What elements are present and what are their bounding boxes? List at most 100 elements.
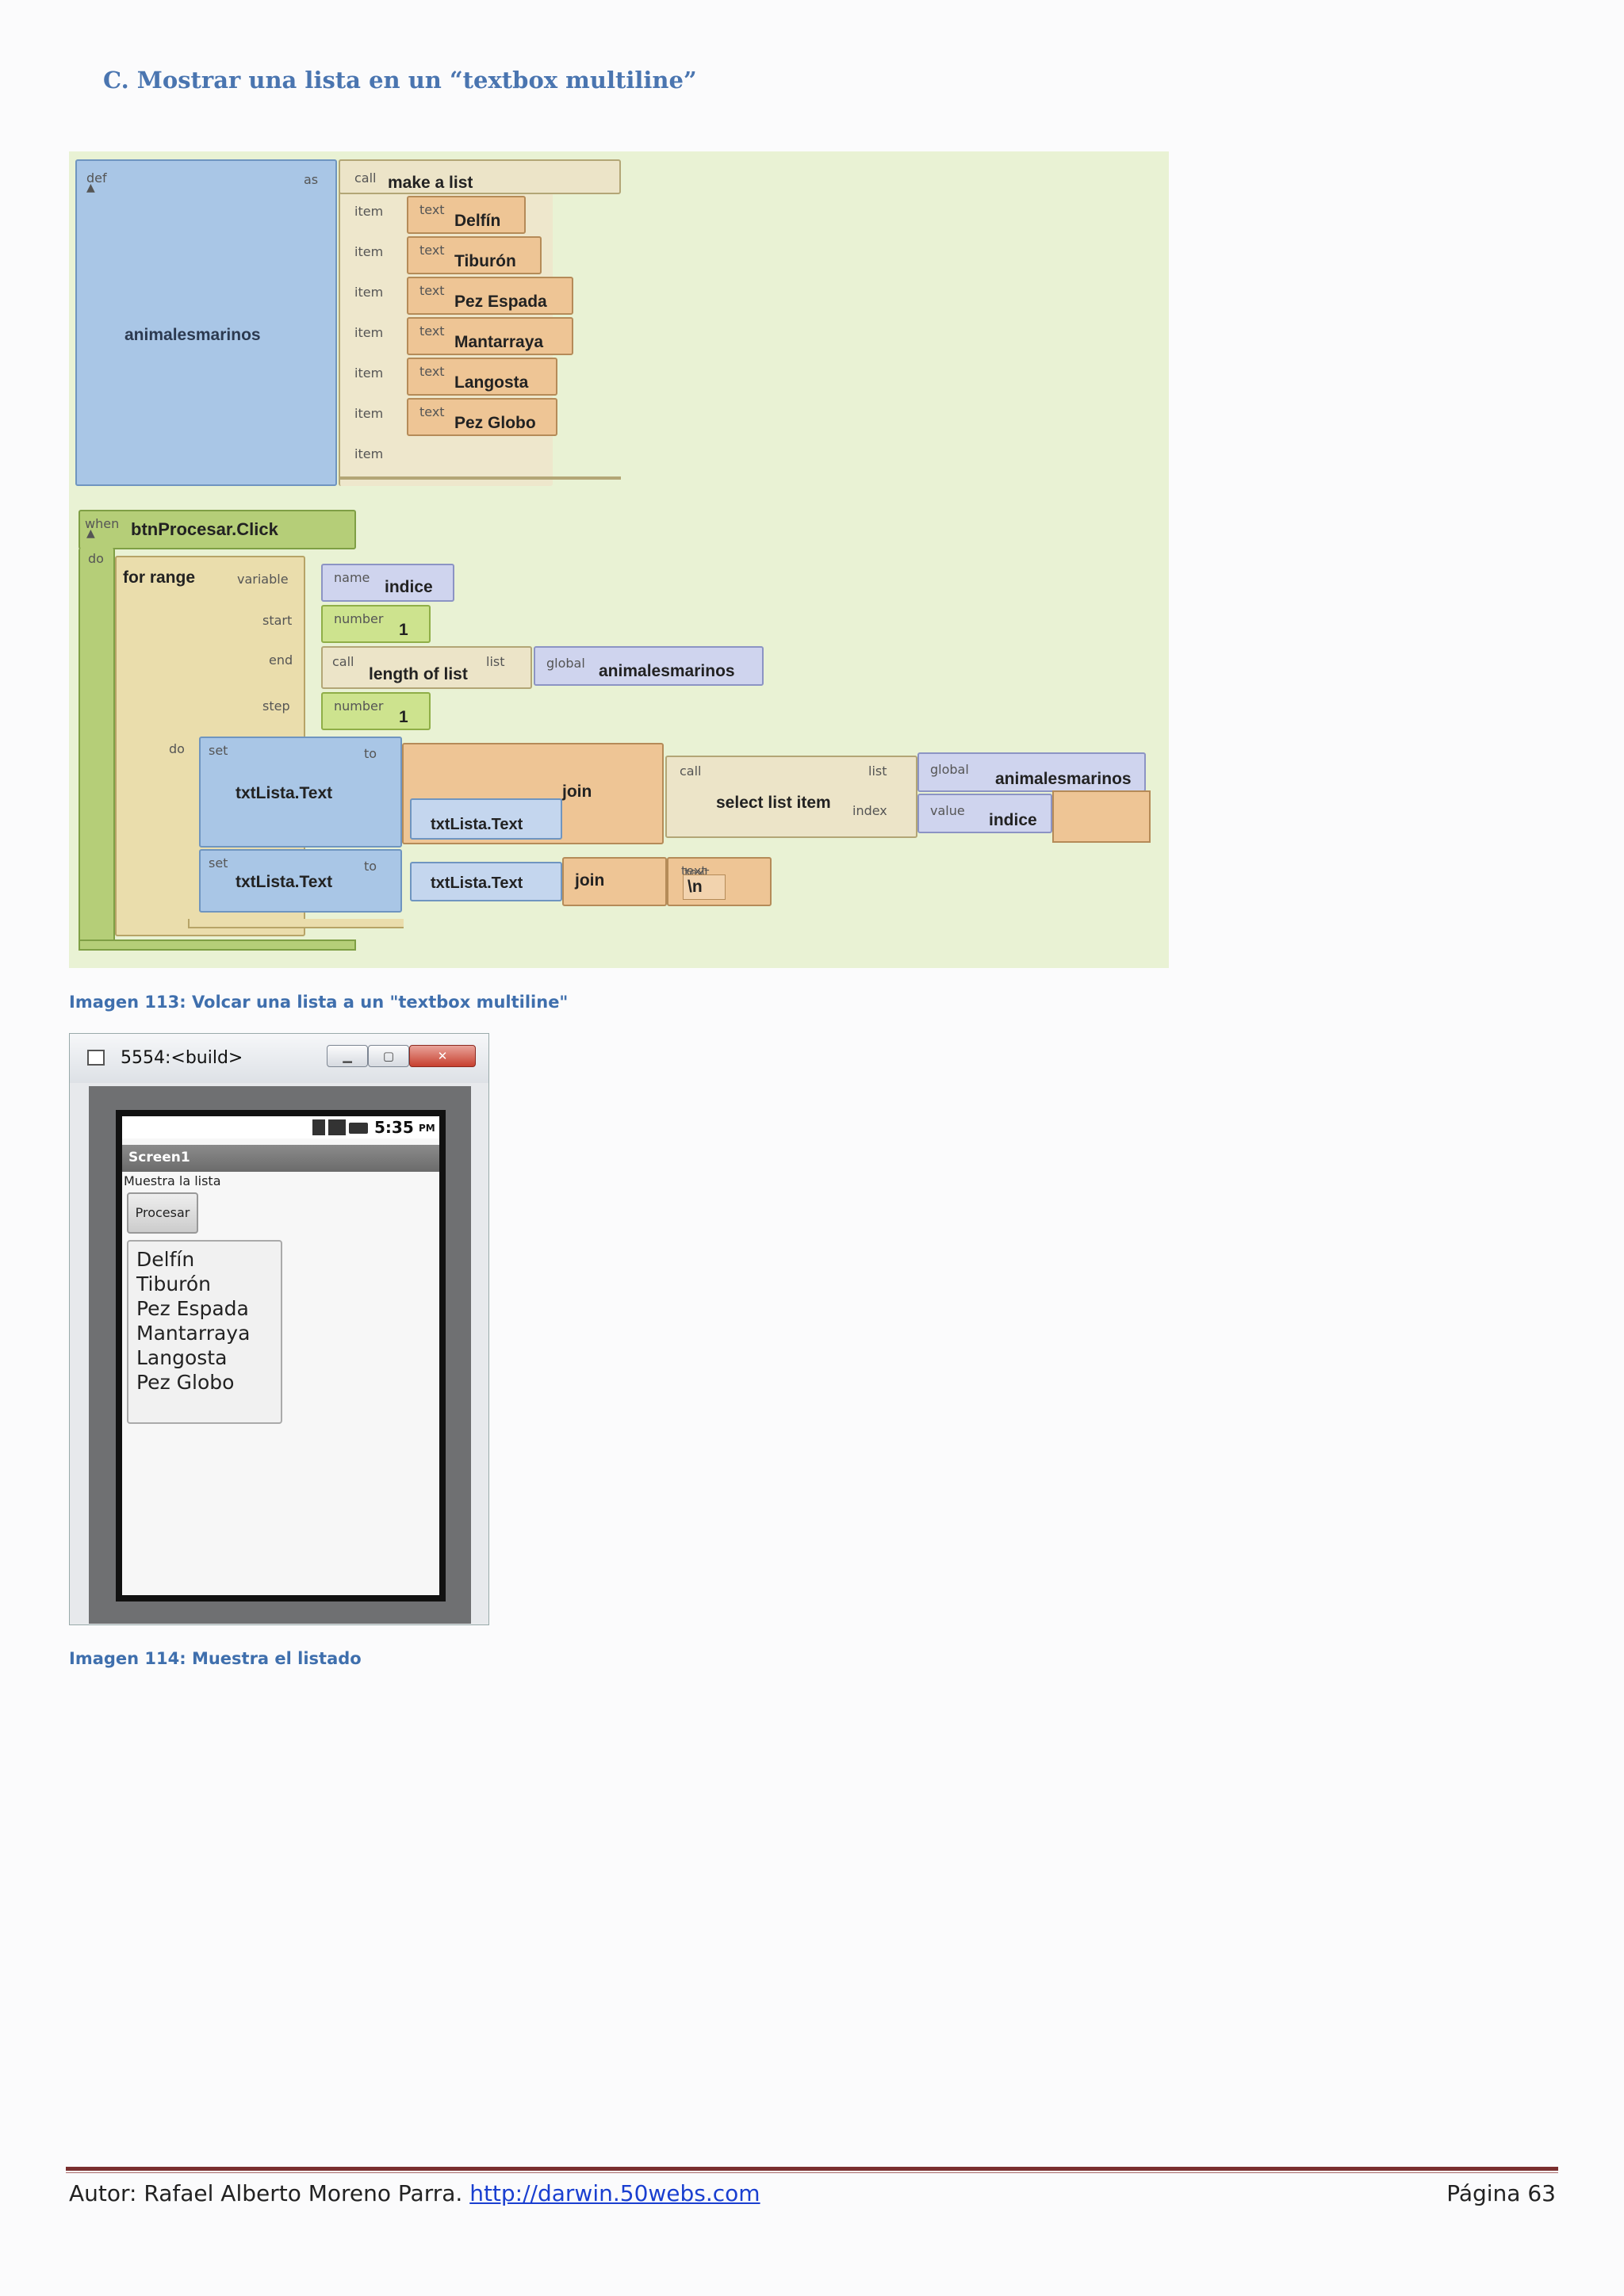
text-label: text bbox=[419, 202, 445, 217]
footer-rule bbox=[66, 2167, 1558, 2171]
maximize-button[interactable]: ▢ bbox=[368, 1045, 409, 1067]
global-variable: animalesmarinos bbox=[599, 662, 735, 680]
start-number-block: number 1 bbox=[321, 605, 431, 643]
step-value: 1 bbox=[399, 708, 408, 726]
set-label: set bbox=[209, 743, 228, 758]
do-label: do bbox=[169, 741, 185, 756]
global-label: global bbox=[930, 762, 969, 777]
def-block: def ▲ as animalesmarinos bbox=[75, 159, 337, 486]
list-label: list bbox=[486, 654, 505, 669]
select-list-item-block: call select list item list index bbox=[665, 756, 917, 838]
list-label: list bbox=[868, 763, 887, 779]
collapse-triangle-icon: ▲ bbox=[86, 182, 95, 194]
app-icon bbox=[87, 1050, 105, 1066]
def-label: def bbox=[86, 170, 107, 186]
screen-title-bar: Screen1 bbox=[122, 1145, 439, 1172]
make-list-footer bbox=[339, 476, 621, 480]
global-variable: animalesmarinos bbox=[995, 770, 1132, 788]
event-body: do bbox=[79, 548, 115, 943]
emulator-window: 5554:<build> ▁ ▢ ✕ 5:35 PM Screen1 Muest… bbox=[69, 1033, 489, 1625]
join-label: join bbox=[562, 783, 592, 801]
newline-value: \n bbox=[688, 878, 703, 896]
close-button[interactable]: ✕ bbox=[409, 1045, 476, 1067]
text-label: text bbox=[419, 323, 445, 339]
signal-icon bbox=[328, 1119, 346, 1135]
txtlista-getter-1: txtLista.Text bbox=[410, 798, 562, 840]
index-label: index bbox=[852, 803, 887, 818]
getter-label: txtLista.Text bbox=[431, 816, 523, 833]
window-title: 5554:<build> bbox=[121, 1048, 243, 1068]
list-item: Pez Globo bbox=[136, 1371, 235, 1394]
item-value: Pez Globo bbox=[454, 414, 536, 432]
set-target: txtLista.Text bbox=[236, 873, 333, 891]
minimize-button[interactable]: ▁ bbox=[327, 1045, 368, 1067]
join-label: join bbox=[575, 871, 605, 890]
procesar-button[interactable]: Procesar bbox=[127, 1192, 198, 1234]
step-label: step bbox=[262, 698, 290, 714]
make-list-header: call make a list bbox=[339, 159, 621, 194]
text-label: text bbox=[419, 404, 445, 419]
event-name: btnProcesar.Click bbox=[131, 519, 278, 539]
page-number: Página 63 bbox=[1446, 2180, 1556, 2206]
event-footer bbox=[79, 939, 356, 951]
list-item: Mantarraya bbox=[136, 1322, 251, 1345]
set-target: txtLista.Text bbox=[236, 784, 333, 802]
screen-title: Screen1 bbox=[128, 1150, 190, 1165]
variable-label: variable bbox=[237, 572, 289, 587]
for-range-footer bbox=[188, 919, 404, 928]
join-block-2: join bbox=[562, 857, 667, 906]
list-item: Langosta bbox=[136, 1346, 228, 1369]
item-label: item bbox=[354, 244, 384, 259]
call-label: call bbox=[332, 654, 354, 669]
blocks-figure: def ▲ as animalesmarinos call make a lis… bbox=[69, 151, 1169, 968]
select-list-item-label: select list item bbox=[716, 794, 831, 812]
event-header: when ▲ btnProcesar.Click bbox=[79, 510, 356, 549]
footer-author: Autor: Rafael Alberto Moreno Parra. http… bbox=[69, 2180, 760, 2206]
caption-image-114: Imagen 114: Muestra el listado bbox=[69, 1649, 362, 1668]
for-range-label: for range bbox=[123, 568, 196, 587]
txtlista-getter-2: txtLista.Text bbox=[410, 862, 562, 901]
value-label: value bbox=[930, 803, 965, 818]
end-label: end bbox=[269, 652, 293, 668]
call-label: call bbox=[680, 763, 702, 779]
list-item: Pez Espada bbox=[136, 1297, 249, 1320]
item-value: Pez Espada bbox=[454, 293, 547, 311]
item-label: item bbox=[354, 325, 384, 340]
value-block: value indice bbox=[917, 794, 1052, 833]
footer-link[interactable]: http://darwin.50webs.com bbox=[469, 2180, 760, 2206]
global-block-2: global animalesmarinos bbox=[917, 752, 1146, 792]
number-label: number bbox=[334, 611, 384, 626]
newline-value-wrap: text \n bbox=[667, 857, 772, 906]
step-number-block: number 1 bbox=[321, 692, 431, 730]
battery-icon bbox=[349, 1123, 368, 1134]
item-label: item bbox=[354, 406, 384, 421]
section-heading: C. Mostrar una lista en un “textbox mult… bbox=[103, 67, 697, 94]
text-label: text bbox=[419, 364, 445, 379]
window-titlebar[interactable]: 5554:<build> ▁ ▢ ✕ bbox=[70, 1034, 488, 1083]
item-value: Delfín bbox=[454, 212, 501, 230]
loop-variable: indice bbox=[385, 578, 433, 596]
start-value: 1 bbox=[399, 621, 408, 639]
footer-rule-thin bbox=[66, 2172, 1558, 2173]
call-label: call bbox=[354, 170, 377, 186]
list-item: Tiburón bbox=[136, 1272, 212, 1295]
getter-label: txtLista.Text bbox=[431, 874, 523, 892]
status-ampm: PM bbox=[419, 1123, 435, 1134]
item-value: Tiburón bbox=[454, 252, 516, 270]
item-value: Mantarraya bbox=[454, 333, 544, 351]
global-label: global bbox=[546, 656, 585, 671]
list-label: Muestra la lista bbox=[124, 1173, 221, 1188]
item-label: item bbox=[354, 285, 384, 300]
item-label: item bbox=[354, 204, 384, 219]
item-label: item bbox=[354, 446, 384, 461]
collapse-triangle-icon: ▲ bbox=[86, 527, 95, 540]
to-label: to bbox=[364, 746, 377, 761]
status-bar: 5:35 PM bbox=[122, 1116, 439, 1138]
set-block-1: set to txtLista.Text bbox=[199, 737, 402, 848]
item-value: Langosta bbox=[454, 373, 529, 392]
